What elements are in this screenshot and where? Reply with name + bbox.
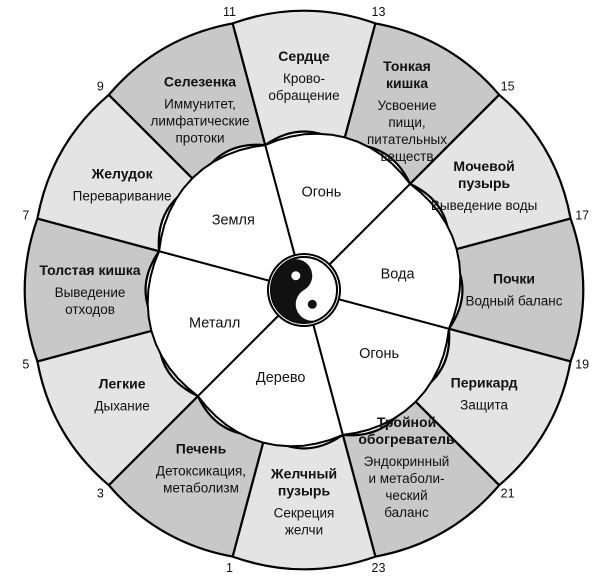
organ-function: лимфатические	[151, 113, 250, 128]
hour-label-23: 23	[372, 561, 386, 575]
hour-label-7: 7	[22, 209, 29, 223]
element-label-wood: Дерево	[256, 370, 306, 386]
element-label-earth: Земля	[212, 212, 255, 228]
organ-function: отходов	[65, 302, 115, 317]
organ-function: ческий	[385, 488, 427, 503]
organ-name: кишка	[386, 75, 428, 91]
hour-label-3: 3	[97, 487, 104, 501]
organ-function: Дыхание	[94, 399, 149, 414]
hour-label-9: 9	[97, 79, 104, 93]
hour-label-11: 11	[223, 5, 236, 19]
organ-function: Защита	[460, 398, 508, 413]
organ-name: пузырь	[458, 175, 511, 191]
organ-name: Легкие	[99, 376, 146, 392]
element-sector-water	[328, 182, 462, 330]
organ-name: Сердце	[278, 48, 330, 64]
organ-function: Крово-	[283, 71, 325, 86]
organ-name: Тройной	[377, 414, 436, 430]
organ-function: пищи,	[388, 115, 425, 130]
hour-label-13: 13	[372, 5, 386, 19]
organ-name: Печень	[176, 440, 227, 456]
organ-function: Водный баланс	[465, 294, 562, 309]
hour-label-19: 19	[575, 358, 589, 372]
organ-function: веществ	[380, 149, 433, 164]
organ-function: Детоксикация,	[156, 463, 246, 478]
organ-function: обращение	[268, 88, 339, 103]
hour-label-5: 5	[22, 358, 29, 372]
element-sector-wood	[196, 314, 344, 448]
segment-pericardium	[409, 327, 572, 487]
organ-function: желчи	[285, 523, 323, 538]
element-label-metal: Металл	[189, 316, 240, 332]
element-label-fire-top: Огонь	[301, 185, 341, 201]
organ-function: протоки	[175, 130, 224, 145]
segment-lungs	[36, 327, 199, 487]
hour-label-15: 15	[501, 79, 515, 93]
segment-kidneys	[447, 217, 585, 363]
element-sector-metal	[146, 250, 280, 398]
segment-small-intestine	[341, 22, 501, 185]
organ-function: Выведение воды	[431, 198, 537, 213]
hour-label-17: 17	[575, 209, 589, 223]
organ-name: Желудок	[91, 166, 154, 182]
segment-gallbladder	[231, 433, 377, 571]
organ-name: Мочевой	[453, 158, 514, 174]
organ-function: и метаболи-	[368, 471, 444, 486]
organ-name: Селезенка	[164, 73, 236, 89]
organ-function: Иммунитет,	[164, 96, 236, 111]
element-sector-fire-bottom	[312, 298, 450, 436]
outer-ring	[23, 9, 585, 571]
organ-function: Выведение	[55, 285, 126, 300]
segment-spleen	[107, 22, 267, 185]
organ-name: Желчный	[270, 466, 337, 482]
organ-name: Толстая кишка	[39, 262, 140, 278]
element-sector-earth	[158, 144, 296, 282]
segment-stomach	[36, 93, 199, 253]
organ-function: метаболизм	[163, 480, 239, 495]
segment-triple-warmer	[341, 395, 501, 558]
organ-name: пузырь	[278, 483, 331, 499]
organ-function: Секреция	[274, 506, 335, 521]
organ-function: питательных	[367, 132, 447, 147]
organ-name: Перикард	[451, 375, 518, 391]
yin-yang-icon	[270, 256, 338, 324]
element-sector-fire-top	[264, 132, 412, 266]
segment-large-intestine	[23, 217, 161, 363]
segment-heart	[231, 9, 377, 147]
organ-name: Тонкая	[383, 58, 431, 74]
hour-label-21: 21	[501, 487, 515, 501]
element-label-fire-bottom: Огонь	[359, 346, 399, 362]
element-label-water: Вода	[381, 267, 416, 283]
organ-function: Переваривание	[73, 189, 172, 204]
organ-function: Усвоение	[378, 98, 437, 113]
organ-function: Эндокринный	[364, 454, 450, 469]
organ-name: обогреватель	[358, 431, 455, 447]
segment-liver	[107, 395, 267, 558]
hour-label-1: 1	[226, 561, 233, 575]
organ-name: Почки	[493, 271, 535, 287]
segment-bladder	[409, 93, 572, 253]
organ-function: баланс	[384, 505, 429, 520]
